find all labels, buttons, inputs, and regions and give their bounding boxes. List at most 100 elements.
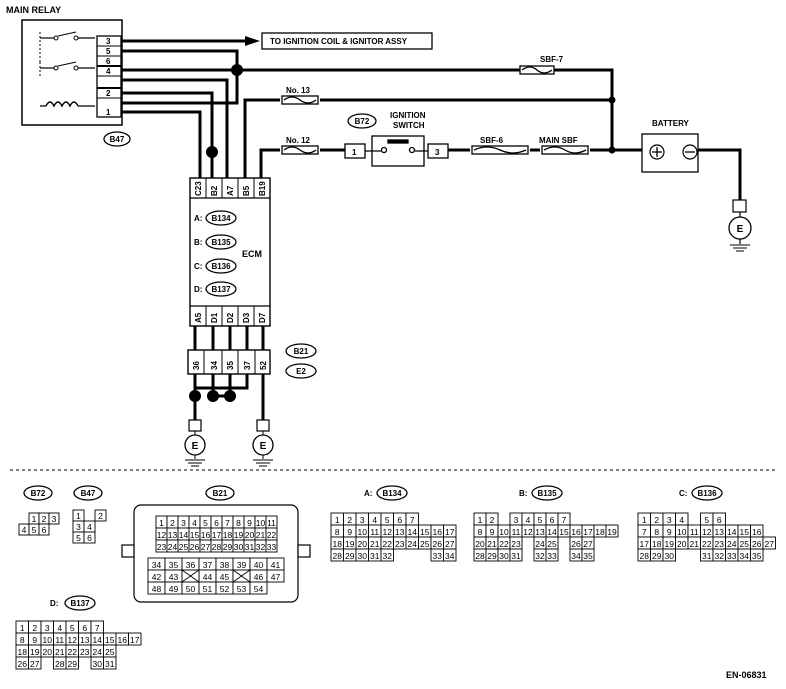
ground-label: E (192, 441, 199, 452)
pin-number: 4 (57, 623, 62, 633)
pin-number: 2 (42, 514, 47, 524)
pin-number: 21 (487, 539, 497, 549)
fuse-sbf7-label: SBF-7 (540, 55, 564, 64)
pin-number: 20 (43, 647, 53, 657)
pin-number: 31 (245, 542, 255, 552)
pin-number: 27 (445, 539, 455, 549)
relay-pin: 1 (106, 108, 111, 117)
pin-number: 30 (234, 542, 244, 552)
pin-number: 13 (168, 530, 178, 540)
pin-number: 5 (70, 623, 75, 633)
pin-number: 23 (511, 539, 521, 549)
pin-number: 28 (475, 551, 485, 561)
pin-number: 23 (715, 539, 725, 549)
pin-number: 22 (499, 539, 509, 549)
pin-number: 5 (76, 533, 81, 543)
relay-pin: 6 (106, 57, 111, 66)
ecm-connector-tag (205, 210, 237, 226)
pin-number: 16 (433, 527, 443, 537)
ground-symbol (728, 199, 752, 252)
switch-pin: 3 (435, 148, 440, 157)
pin-number: 19 (665, 539, 675, 549)
pin-number: 41 (271, 560, 281, 570)
fuses (281, 65, 589, 155)
fuse-no12-label: No. 12 (286, 136, 311, 145)
pin-number: 15 (740, 527, 750, 537)
pin-cell (48, 512, 60, 525)
pin-number: 29 (652, 551, 662, 561)
pin-number: 33 (433, 551, 443, 561)
pin-number: 8 (335, 527, 340, 537)
pin-number: 8 (478, 527, 483, 537)
main-relay (21, 19, 123, 126)
ecm-label: ECM (242, 249, 262, 259)
pin-number: 24 (408, 539, 418, 549)
pin-number: 3 (45, 623, 50, 633)
relay-pin: 2 (106, 89, 111, 98)
pin-number: 27 (30, 659, 40, 669)
pin-number: 33 (547, 551, 557, 561)
ground-label: E (737, 224, 744, 235)
pin-number: 11 (690, 527, 699, 537)
pin-number: 13 (715, 527, 725, 537)
pin-number: 47 (271, 572, 281, 582)
pin-number: 1 (159, 518, 164, 528)
switch-pin: 1 (352, 148, 357, 157)
ecm-pin: D7 (258, 312, 267, 323)
pin-number: 14 (179, 530, 189, 540)
pin-number: 27 (583, 539, 593, 549)
pin-number: 20 (245, 530, 255, 540)
pin-number: 31 (105, 659, 115, 669)
pin-number: 19 (607, 527, 617, 537)
pin-number: 11 (370, 527, 379, 537)
pin-number: 20 (358, 539, 368, 549)
joint-pin: 37 (243, 361, 252, 370)
pin-number: 18 (652, 539, 662, 549)
pin-number: 19 (234, 530, 244, 540)
pin-number: 12 (383, 527, 393, 537)
pin-number: 37 (203, 560, 213, 570)
connector-view-letter: B: (519, 489, 527, 498)
pin-cell (662, 548, 676, 562)
pin-number: 7 (642, 527, 647, 537)
pin-number: 28 (640, 551, 650, 561)
pin-number: 54 (254, 584, 264, 594)
pin-number: 29 (487, 551, 497, 561)
pin-number: 35 (752, 551, 762, 561)
pin-number: 33 (727, 551, 737, 561)
pin-number: 29 (345, 551, 355, 561)
ecm-connector-letter: B: (194, 238, 202, 247)
pin-number: 31 (511, 551, 521, 561)
pin-number: 6 (214, 518, 219, 528)
pin-number: 21 (370, 539, 380, 549)
pin-number: 25 (547, 539, 557, 549)
pin-number: 6 (87, 533, 92, 543)
pin-number: 28 (55, 659, 65, 669)
pin-number: 52 (220, 584, 230, 594)
pin-number: 6 (42, 525, 47, 535)
pin-number: 18 (223, 530, 233, 540)
ecm-pin: D3 (242, 312, 251, 323)
connector-tag-b72-label: B72 (355, 117, 370, 126)
pin-number: 23 (157, 542, 167, 552)
pin-number: 9 (247, 518, 252, 528)
arrow-icon (245, 36, 260, 46)
pin-number: 26 (571, 539, 581, 549)
pin-number: 20 (677, 539, 687, 549)
pin-cell (581, 548, 595, 562)
pin-number: 1 (335, 515, 340, 525)
pin-number: 2 (170, 518, 175, 528)
pin-number: 11 (512, 527, 521, 537)
ecm-connector-letter: D: (194, 285, 202, 294)
connector-view-code: B47 (81, 489, 96, 498)
pin-number: 16 (752, 527, 762, 537)
pin-number: 9 (667, 527, 672, 537)
pin-number: 2 (654, 515, 659, 525)
pin-number: 12 (702, 527, 712, 537)
pin-number: 5 (704, 515, 709, 525)
pin-number: 32 (715, 551, 725, 561)
pin-number: 22 (267, 530, 277, 540)
